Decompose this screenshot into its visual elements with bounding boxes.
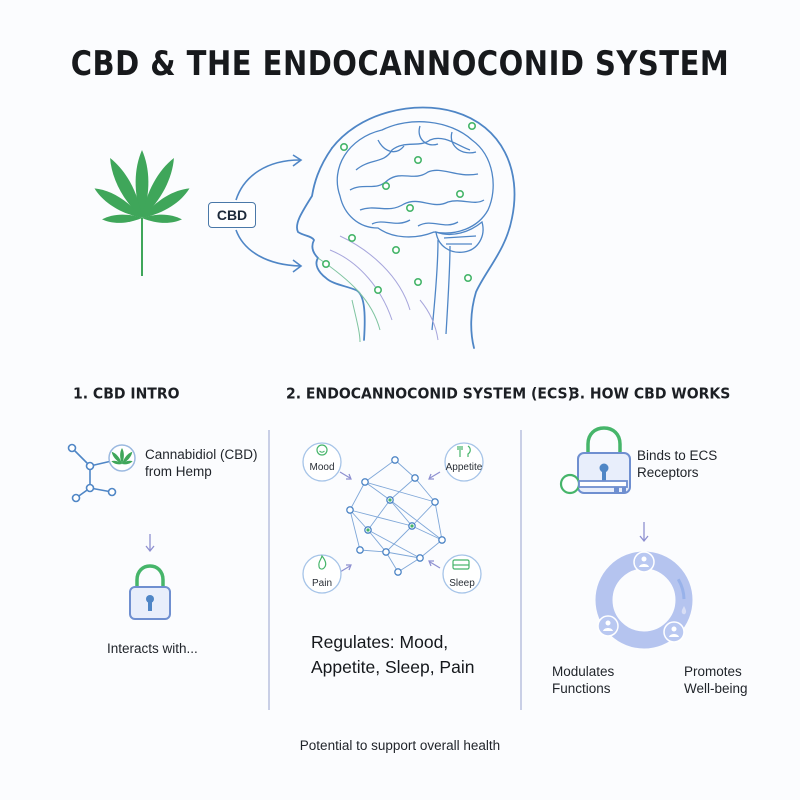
appetite-label: Appetite	[446, 462, 483, 473]
binds-text: Binds to ECS Receptors	[637, 448, 718, 480]
neural-network	[349, 459, 443, 573]
interacts-text: Interacts with...	[107, 641, 198, 656]
regulates-text: Regulates: Mood, Appetite, Sleep, Pain	[311, 632, 475, 677]
bed-icon	[452, 559, 470, 570]
hero-illustration	[94, 106, 516, 349]
footer-caption: Potential to support overall health	[299, 738, 501, 753]
receptor-dots	[321, 122, 476, 294]
cannabis-leaf-icon	[94, 150, 190, 276]
down-arrow-icon	[145, 534, 155, 553]
cbd-source-text: Cannabidiol (CBD) from Hemp	[145, 447, 258, 479]
column-divider	[520, 430, 522, 710]
ecs-network-graphic: Mood Appetite Pain Sleep	[302, 442, 484, 594]
section-heading-works: 3. HOW CBD WORKS	[570, 385, 731, 403]
sleep-label: Sleep	[449, 578, 475, 589]
lock-key-icon	[559, 426, 631, 495]
down-arrow-icon	[639, 522, 649, 543]
hemp-leaf-icon	[108, 444, 136, 472]
network-node-highlights	[366, 498, 414, 532]
cycle-person-icon-left	[597, 615, 619, 637]
smile-icon	[316, 444, 328, 456]
intro-graphics	[67, 443, 171, 620]
cycle-drop-icon	[681, 606, 687, 615]
column-divider	[268, 430, 270, 710]
fork-knife-icon	[457, 445, 471, 457]
brain-icon	[336, 121, 494, 335]
promotes-text: Promotes Well-being	[684, 664, 748, 696]
appetite-node: Appetite	[444, 442, 484, 482]
sleep-node: Sleep	[442, 554, 482, 594]
cycle-person-icon-right	[663, 621, 685, 643]
cbd-flow-arrows	[235, 154, 303, 273]
cbd-label: CBD	[208, 202, 256, 228]
flame-icon	[318, 554, 327, 570]
page-title: CBD & THE ENDOCANNOCONID SYSTEM	[70, 42, 730, 84]
pain-node: Pain	[302, 554, 342, 594]
lock-icon	[129, 564, 171, 620]
molecule-icon	[67, 443, 117, 503]
network-pointer-arrows	[339, 471, 441, 573]
pain-label: Pain	[312, 578, 332, 589]
section-heading-ecs: 2. ENDOCANNOCONID SYSTEM (ECS)	[286, 385, 574, 403]
mood-node: Mood	[302, 442, 342, 482]
modulates-text: Modulates Functions	[552, 664, 615, 696]
section-heading-intro: 1. CBD INTRO	[73, 385, 180, 403]
works-graphics	[559, 426, 693, 649]
mood-label: Mood	[309, 462, 334, 473]
cycle-person-icon-top	[633, 551, 655, 573]
head-profile-icon	[296, 106, 516, 349]
